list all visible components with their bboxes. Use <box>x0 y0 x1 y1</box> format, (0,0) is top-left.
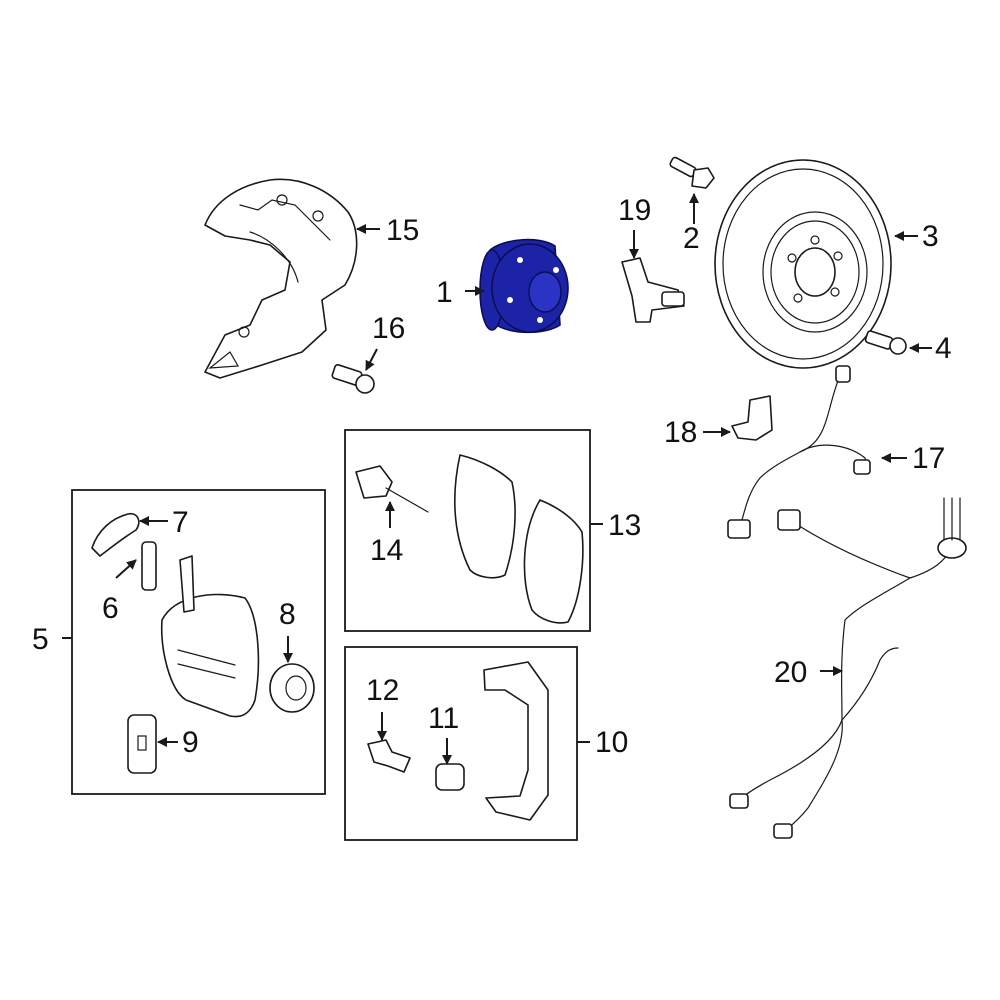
callout-6: 6 <box>102 592 119 625</box>
caliper-assembly-box <box>71 489 326 795</box>
wiring-harness-part[interactable] <box>729 497 967 839</box>
callout-18: 18 <box>664 416 697 449</box>
brake-pad-outer-part[interactable] <box>523 499 584 624</box>
wheel-hub-bearing-part[interactable] <box>479 238 569 334</box>
caliper-bracket-box <box>344 646 578 841</box>
callout-17: 17 <box>912 442 945 475</box>
bleeder-cap-part[interactable] <box>91 512 140 557</box>
callout-12: 12 <box>366 674 399 707</box>
brake-rotor-part[interactable] <box>714 159 892 369</box>
callout-2: 2 <box>683 222 700 255</box>
brake-hose-part[interactable] <box>727 365 871 539</box>
rotor-bolt-part[interactable] <box>864 330 907 355</box>
guide-bushing-part[interactable] <box>435 763 465 791</box>
callout-7: 7 <box>172 506 189 539</box>
callout-16: 16 <box>372 312 405 345</box>
brake-pad-inner-part[interactable] <box>454 454 516 579</box>
piston-seal-part[interactable] <box>269 663 315 713</box>
callout-5: 5 <box>32 623 49 656</box>
callout-4: 4 <box>935 332 952 365</box>
rotor-screw-part[interactable] <box>669 156 715 189</box>
sensor-bracket-part[interactable] <box>731 395 773 441</box>
callout-8: 8 <box>279 598 296 631</box>
callout-3: 3 <box>922 220 939 253</box>
callout-10: 10 <box>595 726 628 759</box>
pad-kit-box <box>344 429 591 632</box>
bleeder-screw-part[interactable] <box>141 541 157 591</box>
callout-1: 1 <box>436 276 453 309</box>
guide-bolt-part[interactable] <box>367 739 411 773</box>
wheel-speed-sensor-part[interactable] <box>621 257 685 323</box>
caliper-housing-part[interactable] <box>160 555 260 718</box>
callout-labels: 1 2 3 4 5 6 7 8 9 10 11 12 13 14 15 16 1… <box>32 194 952 759</box>
wear-sensor-part[interactable] <box>355 465 429 513</box>
shield-bolt-part[interactable] <box>331 363 375 394</box>
callout-20: 20 <box>774 656 807 689</box>
callout-9: 9 <box>182 726 199 759</box>
callout-11: 11 <box>428 702 459 735</box>
guide-pin-cap-part[interactable] <box>127 714 157 774</box>
caliper-bracket-part[interactable] <box>483 661 549 821</box>
leader-lines <box>62 193 932 765</box>
callout-15: 15 <box>386 214 419 247</box>
callout-13: 13 <box>608 509 641 542</box>
callout-14: 14 <box>370 534 403 567</box>
callout-19: 19 <box>618 194 651 227</box>
splash-shield-part[interactable] <box>204 178 358 379</box>
